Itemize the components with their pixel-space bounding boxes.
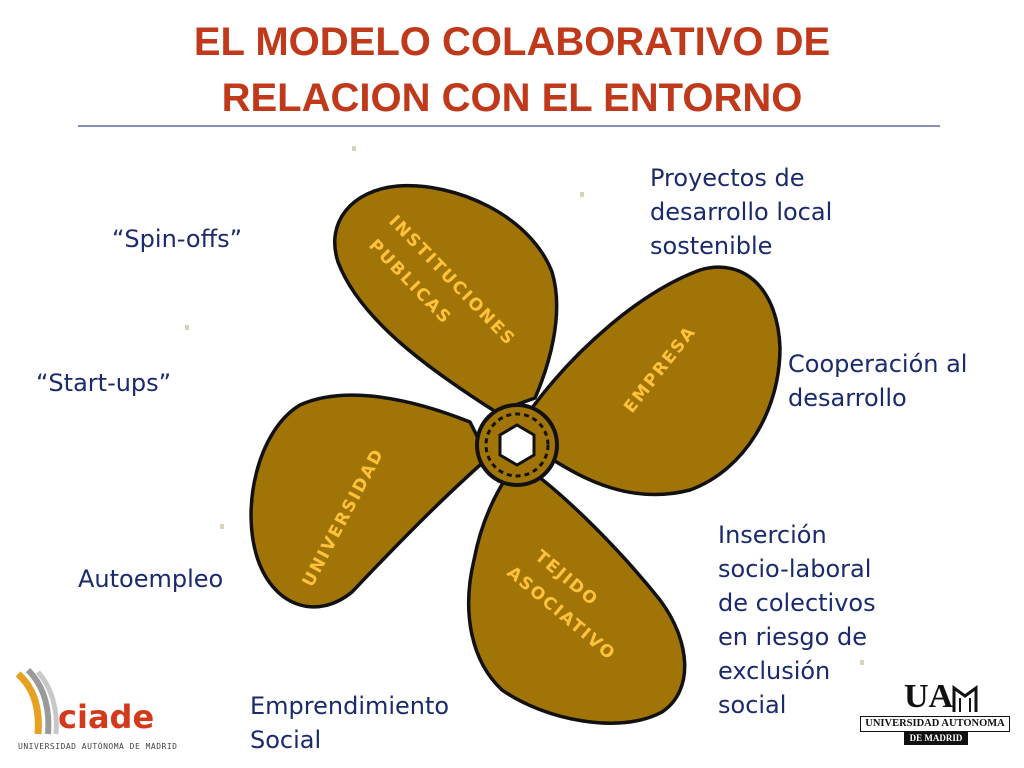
ciade-logo-text: ciade (58, 698, 155, 736)
note-insercion: Inserción socio-laboral de colectivos en… (718, 518, 876, 722)
blade-tejido (466, 468, 687, 725)
note-autoempleo: Autoempleo (78, 565, 224, 593)
speck-6 (860, 660, 864, 665)
speck-2 (580, 192, 584, 197)
note-line: Cooperación al (788, 350, 968, 378)
uam-crest-icon (952, 685, 978, 712)
note-line: en riesgo de (718, 623, 867, 651)
note-proyectos: Proyectos de desarrollo local sostenible (650, 161, 832, 263)
note-line: Social (250, 726, 322, 754)
blade-instituciones (332, 183, 559, 414)
slide-title: EL MODELO COLABORATIVO DE RELACION CON E… (80, 14, 944, 126)
blade-empresa (530, 265, 782, 497)
note-line: desarrollo local (650, 198, 833, 226)
note-start-ups: “Start-ups” (36, 369, 172, 397)
speck-4 (220, 524, 224, 529)
uam-logo-name: UNIVERSIDAD AUTONOMA (860, 716, 1010, 732)
uam-logo-letters: UA (904, 678, 954, 715)
note-emprendimiento-social: Emprendimiento Social (250, 689, 449, 757)
ciade-logo: ciade UNIVERSIDAD AUTÓNOMA DE MADRID (14, 668, 177, 760)
note-line: Proyectos de (650, 164, 805, 192)
title-line-1: EL MODELO COLABORATIVO DE (193, 20, 831, 64)
uam-logo-city: DE MADRID (904, 732, 968, 745)
note-spin-offs: “Spin-offs” (112, 225, 243, 253)
note-line: desarrollo (788, 384, 907, 412)
note-line: social (718, 691, 787, 719)
speck-3 (185, 325, 189, 330)
note-line: socio-laboral (718, 555, 872, 583)
note-line: Emprendimiento (250, 692, 450, 720)
note-cooperacion: Cooperación al desarrollo (788, 347, 967, 415)
title-divider (78, 125, 940, 127)
propeller-hub (475, 403, 559, 487)
note-line: sostenible (650, 232, 773, 260)
note-line: de colectivos (718, 589, 876, 617)
note-line: Inserción (718, 521, 827, 549)
title-line-2: RELACION CON EL ENTORNO (221, 76, 803, 120)
note-line: exclusión (718, 657, 831, 685)
ciade-logo-mark-icon (15, 668, 59, 735)
uam-logo: UA UNIVERSIDAD AUTONOMA DE MADRID (860, 678, 1012, 746)
ciade-logo-subtitle: UNIVERSIDAD AUTÓNOMA DE MADRID (18, 742, 178, 751)
speck-1 (352, 146, 356, 151)
blade-universidad (249, 393, 490, 609)
